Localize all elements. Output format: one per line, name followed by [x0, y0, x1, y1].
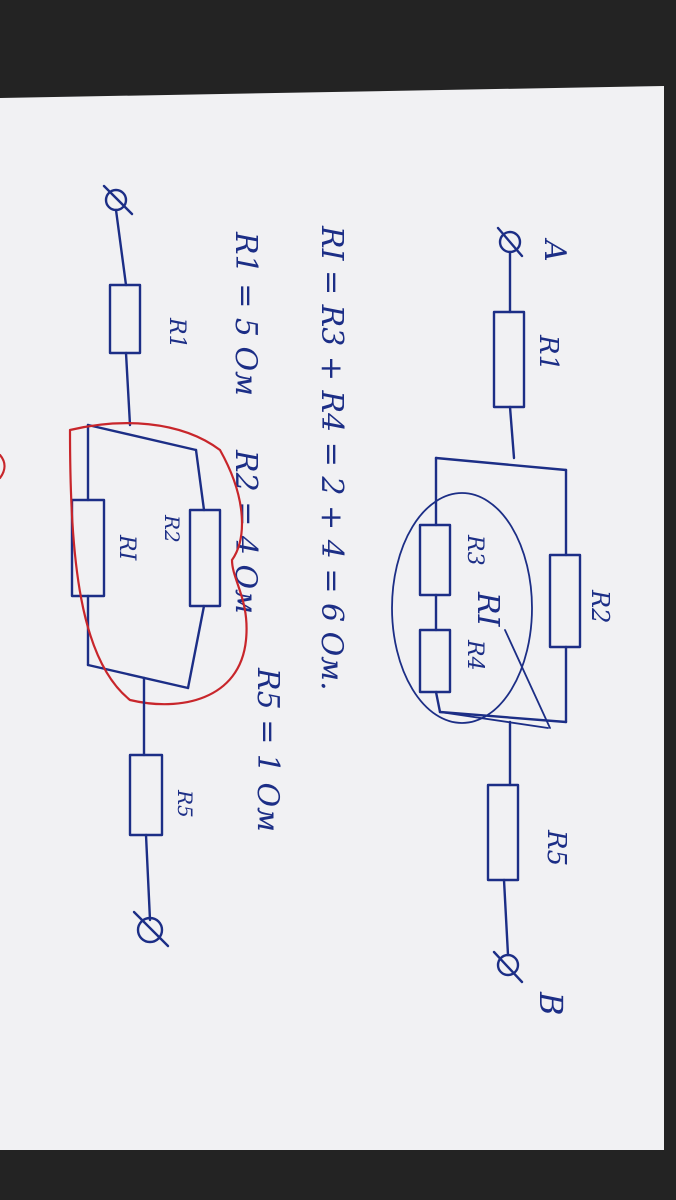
slash-mark-2	[504, 629, 551, 729]
equations: RI = R3 + R4 = 2 + 4 = 6 Ом. R1 = 5 Ом R…	[228, 225, 349, 832]
bottom-wire-2	[124, 351, 132, 427]
red-edge-mark	[0, 453, 6, 480]
equation-r5: R5 = 1 Ом	[250, 667, 285, 832]
wire-r5-b	[502, 878, 510, 957]
equation-ri: RI = R3 + R4 = 2 + 4 = 6 Ом.	[314, 225, 349, 691]
slash-mark	[439, 711, 549, 729]
bottom-ri-label: RI	[114, 534, 139, 562]
equation-r2: R2 = 4 Ом	[228, 449, 263, 614]
bottom-terminal-right-slash	[132, 910, 170, 948]
terminal-b-label: B	[532, 991, 570, 1016]
bottom-terminal-left-slash	[102, 184, 134, 216]
terminal-b: B	[492, 950, 570, 1016]
equation-r1: R1 = 5 Ом	[228, 231, 263, 396]
wire-r1-node	[508, 405, 516, 460]
top-ri-label: RI	[470, 591, 505, 628]
bottom-rail-left	[86, 423, 198, 452]
bottom-terminal-right	[136, 916, 164, 944]
top-r2-label: R2	[586, 589, 614, 623]
top-r4-label: R4	[462, 639, 487, 671]
bottom-r2-bottom	[186, 604, 206, 690]
bottom-r2-top	[194, 448, 206, 512]
top-circuit: A R1 R2 R3 R4 RI R5	[391, 226, 614, 1016]
group-circle	[391, 492, 533, 724]
top-r3-label: R3	[462, 534, 487, 566]
bottom-rail-top	[438, 710, 568, 724]
red-circle	[68, 422, 248, 706]
bottom-wire-1	[114, 208, 128, 287]
wire-r4-bottom	[434, 690, 442, 714]
terminal-a-label: A	[537, 237, 572, 262]
top-r1-label: R1	[533, 334, 563, 371]
bottom-r2-label: R2	[160, 514, 184, 543]
terminal-a: A	[496, 226, 572, 262]
bottom-wire-4	[144, 833, 152, 922]
bottom-r1-label: R1	[164, 317, 189, 349]
bottom-circuit: R1 RI R2 R5	[68, 184, 248, 948]
top-rail-left	[434, 456, 568, 472]
top-r5-label: R5	[541, 829, 571, 866]
paper-sheet	[0, 86, 664, 1150]
bottom-r5-label: R5	[173, 789, 197, 818]
